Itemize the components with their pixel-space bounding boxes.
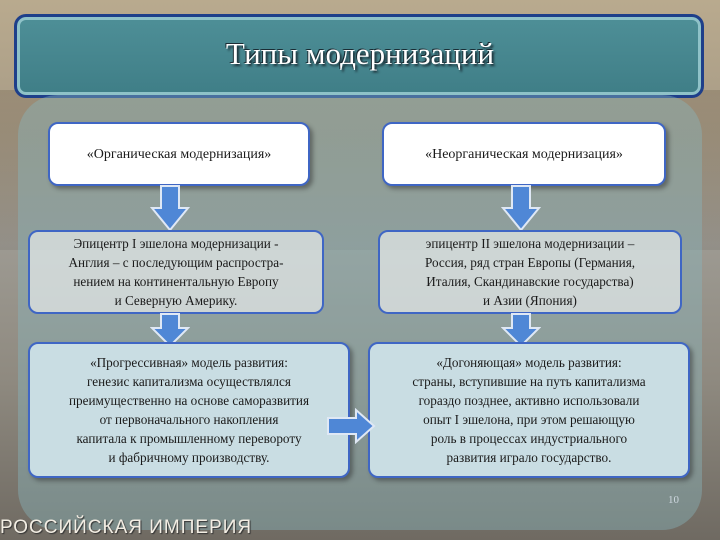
slide-title: Типы модернизаций bbox=[225, 36, 495, 71]
catching-up-model-text: «Догоняющая» модель развития: страны, вс… bbox=[412, 355, 646, 465]
arrow-right-icon bbox=[327, 408, 376, 444]
arrow-down-icon bbox=[150, 185, 190, 232]
first-echelon-box: Эпицентр I эшелона модернизации - Англия… bbox=[28, 230, 324, 314]
brand-caption: РОССИЙСКАЯ ИМПЕРИЯ bbox=[0, 517, 253, 538]
arrow-down-icon bbox=[501, 185, 541, 232]
second-echelon-box: эпицентр II эшелона модернизации – Росси… bbox=[378, 230, 682, 314]
second-echelon-text: эпицентр II эшелона модернизации – Росси… bbox=[424, 236, 636, 308]
first-echelon-text: Эпицентр I эшелона модернизации - Англия… bbox=[68, 236, 284, 308]
inorganic-modernization-box: «Неорганическая модернизация» bbox=[382, 122, 666, 186]
progressive-model-text: «Прогрессивная» модель развития: генезис… bbox=[68, 355, 310, 465]
page-number: 10 bbox=[668, 494, 679, 506]
catching-up-model-box: «Догоняющая» модель развития: страны, вс… bbox=[368, 342, 690, 478]
arrow-down-icon bbox=[150, 313, 190, 348]
title-banner bbox=[14, 14, 704, 98]
inorganic-modernization-label: «Неорганическая модернизация» bbox=[425, 146, 623, 162]
organic-modernization-label: «Органическая модернизация» bbox=[86, 146, 272, 162]
organic-modernization-box: «Органическая модернизация» bbox=[48, 122, 310, 186]
progressive-model-box: «Прогрессивная» модель развития: генезис… bbox=[28, 342, 350, 478]
arrow-down-icon bbox=[501, 313, 541, 348]
